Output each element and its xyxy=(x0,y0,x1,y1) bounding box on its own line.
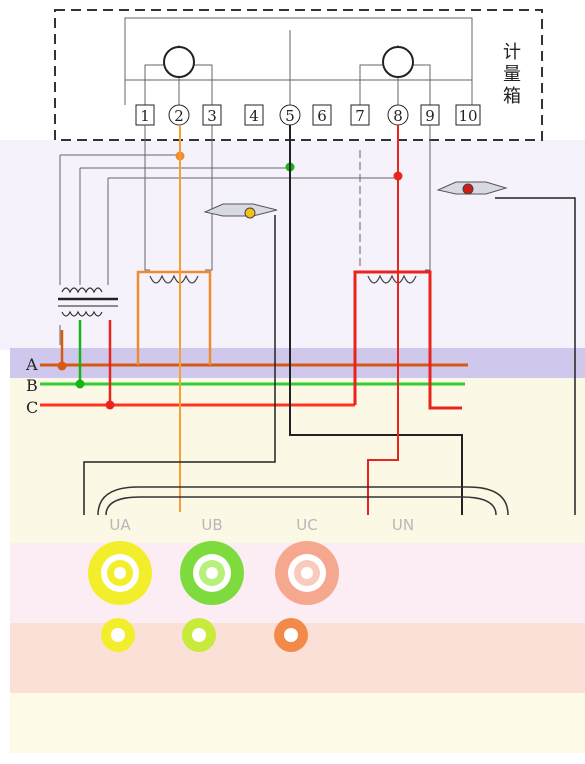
phase-label-a: A xyxy=(25,355,38,374)
junction-a xyxy=(57,361,67,371)
terminal-7-box xyxy=(350,104,370,126)
phase-c-ct-loop xyxy=(353,270,462,410)
box-label-char-2: 量 xyxy=(503,64,521,85)
ct-right xyxy=(367,274,417,284)
bottom-band xyxy=(10,693,585,753)
meter-box-frame xyxy=(54,9,543,141)
terminal-9: 9 xyxy=(425,107,435,125)
jack-ua[interactable] xyxy=(88,541,152,605)
terminal-6-box xyxy=(312,104,332,126)
jack-ub[interactable] xyxy=(180,541,244,605)
clamp-right-lead xyxy=(495,197,576,515)
box-label-char-3: 箱 xyxy=(503,86,521,107)
jack-label-un: UN xyxy=(392,516,414,534)
jack-label-uc: UC xyxy=(296,516,317,534)
terminal-5: 5 xyxy=(285,107,295,125)
clamp-left-lead xyxy=(83,215,276,515)
current-clamp-left xyxy=(203,203,278,219)
voltage-transformer xyxy=(58,287,118,317)
phase-a-band xyxy=(10,348,585,378)
small-jack-ub[interactable] xyxy=(182,618,216,652)
terminal-10-box xyxy=(455,104,481,126)
jack-label-ub: UB xyxy=(201,516,222,534)
terminal-3: 3 xyxy=(207,107,217,125)
ct-left xyxy=(149,274,199,284)
current-clamp-right xyxy=(436,181,508,195)
phase-a-ct-loop xyxy=(136,270,212,365)
phase-label-b: B xyxy=(26,376,38,395)
terminal-4-box xyxy=(244,104,264,126)
terminal-2: 2 xyxy=(174,107,184,125)
instrument-outline-outer xyxy=(97,486,509,516)
un-lead xyxy=(289,125,463,515)
small-jack-ua[interactable] xyxy=(101,618,135,652)
box-label-char-1: 计 xyxy=(503,42,521,63)
junction-c xyxy=(105,400,115,410)
phase-label-c: C xyxy=(26,398,38,417)
terminal-4: 4 xyxy=(249,107,259,125)
meter-coil-left xyxy=(163,46,195,78)
terminal-1: 1 xyxy=(140,107,150,125)
terminal-strip: 1 2 3 4 5 6 7 8 9 10 xyxy=(135,104,481,126)
terminal-6: 6 xyxy=(317,107,327,125)
jack-uc[interactable] xyxy=(275,541,339,605)
terminal-10: 10 xyxy=(458,107,477,125)
small-jack-uc[interactable] xyxy=(274,618,308,652)
jack-label-ua: UA xyxy=(109,516,131,534)
instrument-outline-inner xyxy=(105,496,497,516)
upper-band xyxy=(0,140,585,350)
meter-coil-right xyxy=(382,46,414,78)
junction-b xyxy=(75,379,85,389)
terminal-7: 7 xyxy=(355,107,365,125)
terminal-8: 8 xyxy=(393,107,403,125)
